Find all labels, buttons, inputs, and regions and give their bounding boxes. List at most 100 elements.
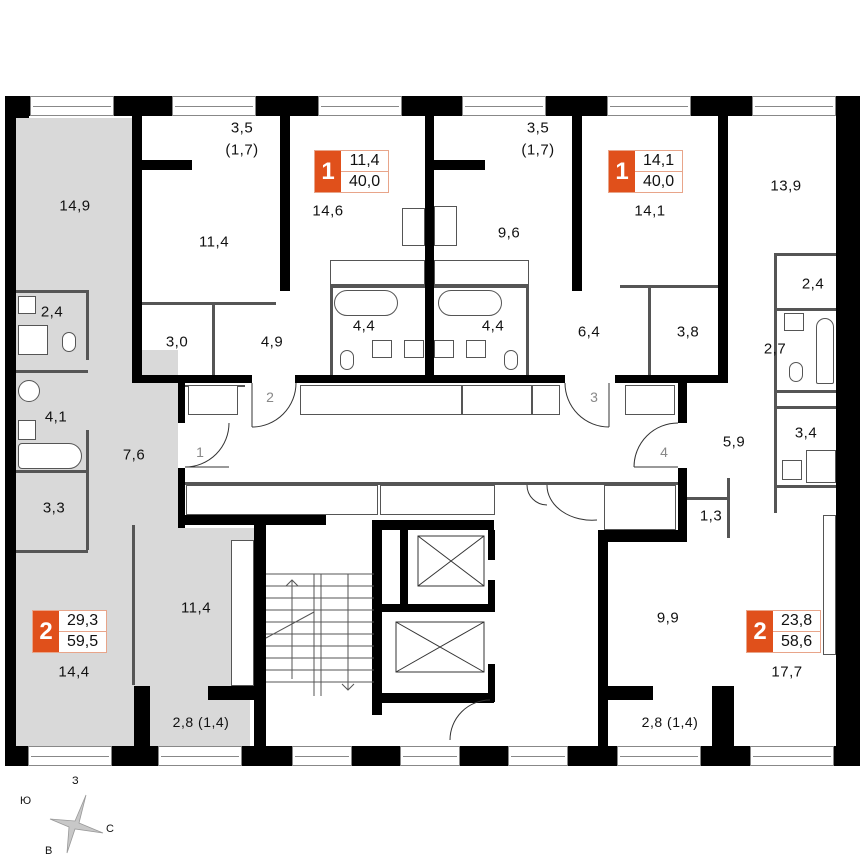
- area-label-2-4: 2,4: [801, 275, 825, 293]
- window: [607, 96, 691, 116]
- rooms-count: 1: [609, 151, 635, 192]
- wall: [178, 468, 185, 528]
- area-label-9-9: 9,9: [656, 609, 680, 627]
- window: [172, 96, 256, 116]
- shaft: [300, 385, 462, 415]
- apartment-badge-top-a[interactable]: 1 11,4 40,0: [314, 150, 390, 193]
- apartment-badge-top-b[interactable]: 1 14,1 40,0: [608, 150, 684, 193]
- partition: [774, 485, 836, 488]
- partition: [648, 285, 651, 375]
- wall: [608, 686, 653, 700]
- apartment-badge-left[interactable]: 2 29,3 59,5: [32, 610, 108, 653]
- kitchen-counter: [231, 540, 254, 686]
- outer-wall-right: [836, 96, 860, 766]
- shaft: [186, 485, 378, 515]
- sink-icon: [18, 420, 36, 440]
- partition: [86, 430, 89, 550]
- window: [462, 96, 546, 116]
- partition: [185, 482, 678, 485]
- compass-north-label: З: [72, 775, 79, 787]
- partition: [774, 253, 777, 513]
- partition: [526, 285, 529, 375]
- living-area: 11,4: [349, 152, 380, 169]
- entry-number-2: 2: [266, 389, 274, 405]
- area-label-balcony-sub: (1,7): [521, 141, 555, 159]
- partition: [330, 285, 333, 375]
- area-label-balcony-3-5: 3,5: [230, 119, 254, 137]
- shaft: [604, 485, 676, 530]
- sink-icon: [372, 340, 392, 358]
- window: [158, 746, 242, 766]
- bathtub-icon: [334, 290, 398, 316]
- door-icon[interactable]: [564, 382, 610, 428]
- wall: [425, 160, 485, 170]
- toilet-icon: [789, 362, 803, 382]
- wall: [488, 530, 495, 560]
- stove-icon: [402, 208, 425, 246]
- area-label-14-6: 14,6: [312, 202, 344, 220]
- wall: [178, 383, 185, 423]
- door-icon[interactable]: [526, 484, 598, 521]
- window: [617, 746, 701, 766]
- area-label-14-9: 14,9: [59, 197, 91, 215]
- partition: [16, 550, 88, 553]
- wall: [372, 693, 494, 703]
- wall: [718, 96, 728, 376]
- door-icon[interactable]: [251, 382, 297, 428]
- shaft: [532, 385, 560, 415]
- rooms-count: 2: [33, 611, 59, 652]
- wall: [134, 686, 150, 746]
- compass-south-label: В: [45, 845, 53, 857]
- partition: [132, 525, 135, 685]
- partition: [434, 285, 529, 288]
- area-label-11-4: 11,4: [180, 599, 212, 617]
- elevator-icon: [395, 621, 485, 673]
- window: [318, 96, 402, 116]
- elevator-icon: [417, 535, 485, 587]
- area-label-13-9: 13,9: [770, 177, 802, 195]
- shaft: [462, 385, 532, 415]
- sink-icon: [784, 313, 804, 331]
- window: [292, 746, 352, 766]
- toilet-icon: [340, 350, 354, 370]
- wall: [254, 520, 266, 746]
- area-label-7-6: 7,6: [122, 446, 146, 464]
- bathtub-icon: [438, 290, 502, 316]
- apartment-badge-right[interactable]: 2 23,8 58,6: [746, 610, 822, 653]
- partition: [212, 302, 215, 375]
- wall: [712, 686, 734, 746]
- living-area: 14,1: [643, 152, 675, 169]
- area-label-6-4: 6,4: [577, 323, 601, 341]
- window: [750, 746, 834, 766]
- partition: [687, 497, 730, 500]
- compass-star-icon: [49, 794, 104, 854]
- wall: [372, 520, 382, 715]
- area-label-balcony: 2,8 (1,4): [172, 714, 230, 730]
- kitchen-counter: [823, 515, 836, 655]
- partition: [16, 470, 88, 473]
- door-icon[interactable]: [184, 422, 230, 468]
- wall: [678, 468, 687, 538]
- window: [400, 746, 460, 766]
- area-label-3-4: 3,4: [794, 424, 818, 442]
- partition: [774, 406, 836, 409]
- window: [28, 746, 112, 766]
- wall: [372, 520, 494, 530]
- wall: [132, 96, 142, 376]
- area-label-17-7: 17,7: [771, 663, 803, 681]
- bathtub-icon: [18, 443, 82, 469]
- wall: [488, 580, 495, 612]
- wall: [178, 515, 326, 525]
- rooms-count: 1: [315, 151, 341, 192]
- wall: [425, 96, 434, 376]
- partition: [142, 302, 276, 305]
- wall: [372, 604, 494, 612]
- compass-east-label: С: [106, 823, 114, 835]
- window: [752, 96, 836, 116]
- area-label-2-7: 2,7: [763, 340, 787, 358]
- partition: [16, 370, 88, 373]
- door-icon[interactable]: [449, 699, 492, 745]
- wall: [572, 96, 582, 291]
- door-icon[interactable]: [633, 422, 679, 468]
- wall: [615, 375, 728, 383]
